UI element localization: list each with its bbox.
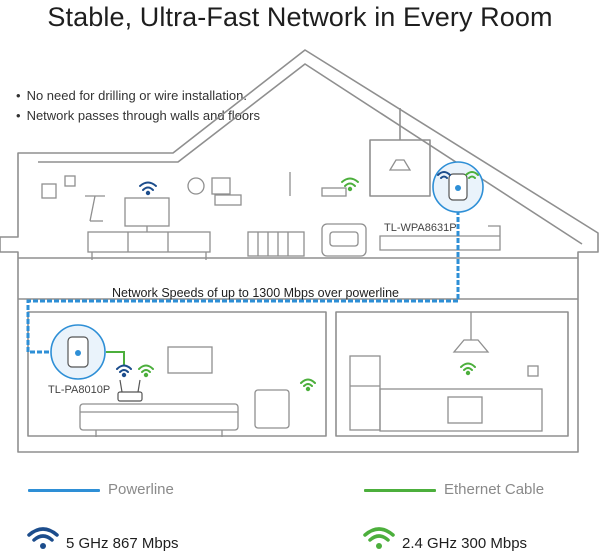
- oven: [447, 396, 483, 424]
- device-downstairs: [50, 324, 106, 380]
- bed: [379, 225, 501, 251]
- bullet-no-drilling: No need for drilling or wire installatio…: [16, 86, 260, 106]
- ethernet-cable-living: [106, 351, 125, 366]
- device-label-upstairs: TL-WPA8631P: [384, 222, 457, 234]
- router: [117, 391, 143, 402]
- chimney: [369, 139, 431, 197]
- living-room: [27, 311, 327, 437]
- picture-frame: [41, 183, 57, 199]
- wifi-24ghz-living: [138, 364, 154, 378]
- legend-ethernet-swatch: [364, 489, 436, 492]
- wifi-5ghz-upstairs: [139, 181, 157, 196]
- wifi-24ghz-side: [300, 378, 316, 392]
- legend-powerline-label: Powerline: [108, 481, 174, 498]
- wifi-5ghz-device-upstairs: [437, 171, 451, 179]
- radiator: [247, 231, 305, 257]
- wifi-5ghz-living: [116, 364, 132, 378]
- monitor: [124, 197, 170, 227]
- fridge: [349, 355, 381, 431]
- legend-ethernet-label: Ethernet Cable: [444, 481, 545, 498]
- bullet-walls-floors: Network passes through walls and floors: [16, 106, 260, 126]
- wifi-24ghz-icon: [363, 527, 395, 549]
- wifi-24ghz-label: 2.4 GHz 300 Mbps: [402, 535, 528, 552]
- desk: [87, 231, 211, 253]
- house-outline: [0, 49, 599, 453]
- sofa: [79, 403, 239, 431]
- device-upstairs: [432, 161, 484, 213]
- wifi-5ghz-label: 5 GHz 867 Mbps: [66, 535, 179, 552]
- range-hood: [452, 339, 490, 353]
- wifi-24ghz-upstairs: [341, 177, 359, 192]
- feature-bullets: No need for drilling or wire installatio…: [16, 86, 260, 126]
- counter: [379, 388, 543, 432]
- page-title: Stable, Ultra-Fast Network in Every Room: [47, 2, 553, 32]
- wifi-5ghz-icon: [27, 527, 59, 549]
- wifi-24ghz-kitchen: [460, 362, 476, 376]
- armchair: [321, 223, 367, 257]
- powerline-cable: [26, 210, 460, 354]
- wifi-24ghz-device-upstairs: [465, 171, 479, 179]
- device-label-downstairs: TL-PA8010P: [48, 384, 111, 396]
- side-chair: [254, 389, 290, 429]
- ceiling-lamp: [388, 159, 412, 171]
- clock: [187, 177, 205, 195]
- network-speed-label: Network Speeds of up to 1300 Mbps over p…: [112, 286, 399, 300]
- kitchen: [335, 311, 569, 437]
- legend-powerline-swatch: [28, 489, 100, 492]
- inner-roof: [38, 63, 583, 245]
- tv: [167, 346, 213, 374]
